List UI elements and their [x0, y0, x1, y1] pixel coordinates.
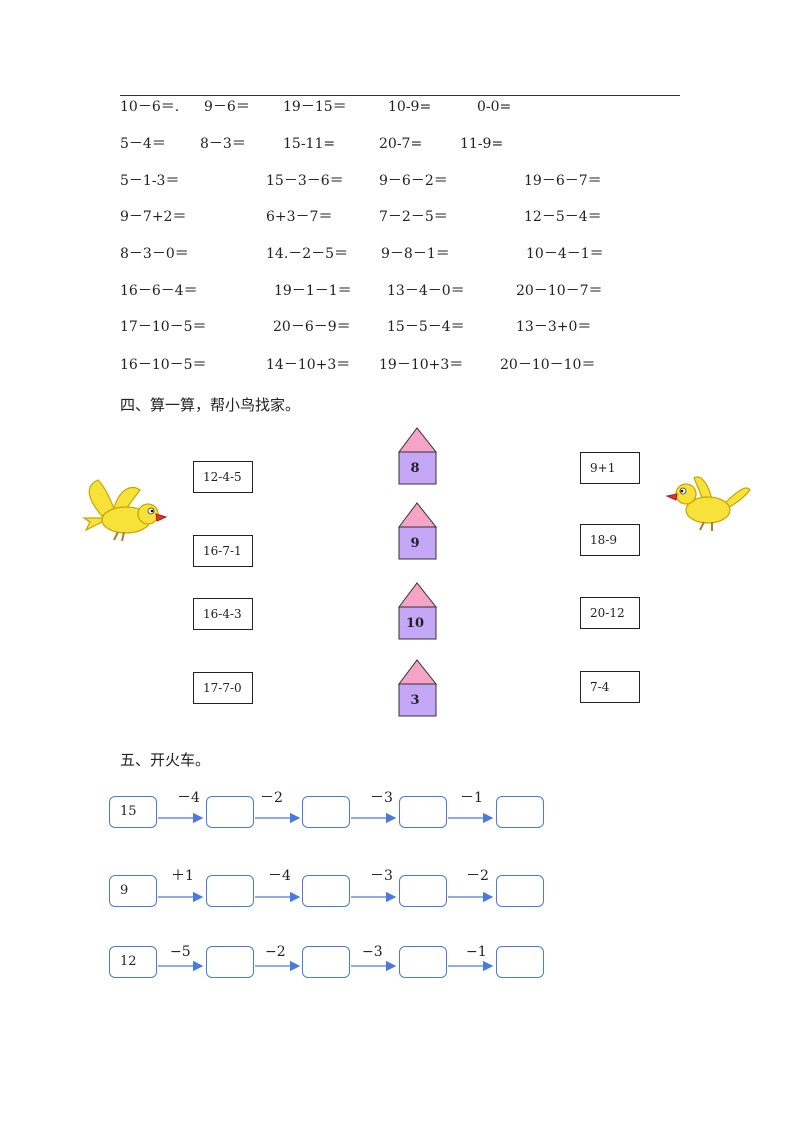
- train-operation: −5: [170, 944, 191, 960]
- equation: 10－4－1＝: [526, 246, 604, 262]
- section4-title: 四、算一算，帮小鸟找家。: [120, 396, 301, 414]
- equation: 19－6－7＝: [524, 173, 602, 189]
- house-icon: [398, 582, 438, 640]
- equation: 10－6＝.: [120, 99, 180, 115]
- train-answer-box[interactable]: [399, 946, 447, 978]
- train-answer-box[interactable]: [206, 875, 254, 907]
- expression-box-right[interactable]: 9+1: [580, 452, 640, 484]
- equation: 10-9=: [388, 99, 432, 115]
- train-operation: －2: [466, 868, 489, 884]
- train-operation: ＋1: [171, 868, 194, 884]
- expression-box-left[interactable]: 16-7-1: [193, 535, 253, 567]
- section5-title: 五、开火车。: [120, 751, 211, 769]
- equation: 5－4＝: [120, 136, 166, 152]
- train-operation: −3: [362, 944, 383, 960]
- equation: 13－4－0＝: [387, 283, 465, 299]
- equation: 16－6－4＝: [120, 283, 198, 299]
- train-operation: －4: [177, 790, 200, 806]
- train-operation: −1: [466, 944, 487, 960]
- equation: 9－8－1＝: [381, 246, 450, 262]
- train-operation: －2: [260, 790, 283, 806]
- expression-box-left[interactable]: 16-4-3: [193, 598, 253, 630]
- train-operation: －3: [370, 790, 393, 806]
- expression-box-left[interactable]: 17-7-0: [193, 672, 253, 704]
- train-answer-box[interactable]: [399, 875, 447, 907]
- house[interactable]: 8: [398, 427, 438, 485]
- equation: 9－7+2＝: [120, 209, 187, 225]
- train-operation: －4: [268, 868, 291, 884]
- equation: 14.－2－5＝: [266, 246, 349, 262]
- equation: 9－6－2＝: [379, 173, 448, 189]
- house-number: 10: [405, 616, 425, 631]
- equation: 17－10－5＝: [120, 319, 207, 335]
- equation: 19－1－1＝: [274, 283, 352, 299]
- house-number: 8: [410, 461, 420, 476]
- train-answer-box[interactable]: [206, 796, 254, 828]
- train-answer-box[interactable]: [496, 875, 544, 907]
- equation: 12－5－4＝: [524, 209, 602, 225]
- equation: 16－10－5＝: [120, 357, 207, 373]
- house-number: 3: [410, 693, 420, 708]
- top-rule: [120, 95, 680, 96]
- equation: 6+3－7＝: [266, 209, 333, 225]
- train-answer-box[interactable]: [302, 796, 350, 828]
- train-answer-box[interactable]: [206, 946, 254, 978]
- equation: 8－3－0＝: [120, 246, 189, 262]
- train-answer-box[interactable]: [496, 946, 544, 978]
- train-answer-box[interactable]: [302, 946, 350, 978]
- train-answer-box[interactable]: [302, 875, 350, 907]
- equation: 13－3+0＝: [516, 319, 592, 335]
- equation: 8－3＝: [200, 136, 246, 152]
- equation: 0-0=: [477, 99, 512, 115]
- train-answer-box[interactable]: [399, 796, 447, 828]
- expression-box-right[interactable]: 7-4: [580, 671, 640, 703]
- house-icon: [398, 427, 438, 485]
- expression-box-left[interactable]: 12-4-5: [193, 461, 253, 493]
- train-answer-box[interactable]: [496, 796, 544, 828]
- train-operation: −2: [265, 944, 286, 960]
- house-number: 9: [410, 536, 420, 551]
- train-start-box: 15: [109, 796, 157, 828]
- equation: 14－10+3＝: [266, 357, 351, 373]
- equation: 15-11=: [283, 136, 336, 152]
- equation: 20-7=: [379, 136, 423, 152]
- equation: 11-9=: [460, 136, 504, 152]
- equation: 19－15＝: [283, 99, 347, 115]
- house[interactable]: 10: [398, 582, 438, 640]
- bird-left-icon: [82, 479, 168, 542]
- equation: 20－6－9＝: [273, 319, 351, 335]
- equation: 5－1-3＝: [120, 173, 180, 189]
- expression-box-right[interactable]: 18-9: [580, 524, 640, 556]
- train-operation: －3: [370, 868, 393, 884]
- equation: 15－5－4＝: [387, 319, 465, 335]
- expression-box-right[interactable]: 20-12: [580, 597, 640, 629]
- equation: 19－10+3＝: [379, 357, 464, 373]
- equation: 9－6＝: [204, 99, 250, 115]
- train-operation: －1: [460, 790, 483, 806]
- house[interactable]: 3: [398, 659, 438, 717]
- equation: 7－2－5＝: [379, 209, 448, 225]
- house-icon: [398, 659, 438, 717]
- equation: 20－10－10＝: [500, 357, 596, 373]
- train-start-box: 12: [109, 946, 157, 978]
- bird-right-icon: [665, 476, 751, 531]
- train-start-box: 9: [109, 875, 157, 907]
- house-icon: [398, 502, 438, 560]
- equation: 20－10－7＝: [516, 283, 603, 299]
- house[interactable]: 9: [398, 502, 438, 560]
- equation: 15－3－6＝: [266, 173, 344, 189]
